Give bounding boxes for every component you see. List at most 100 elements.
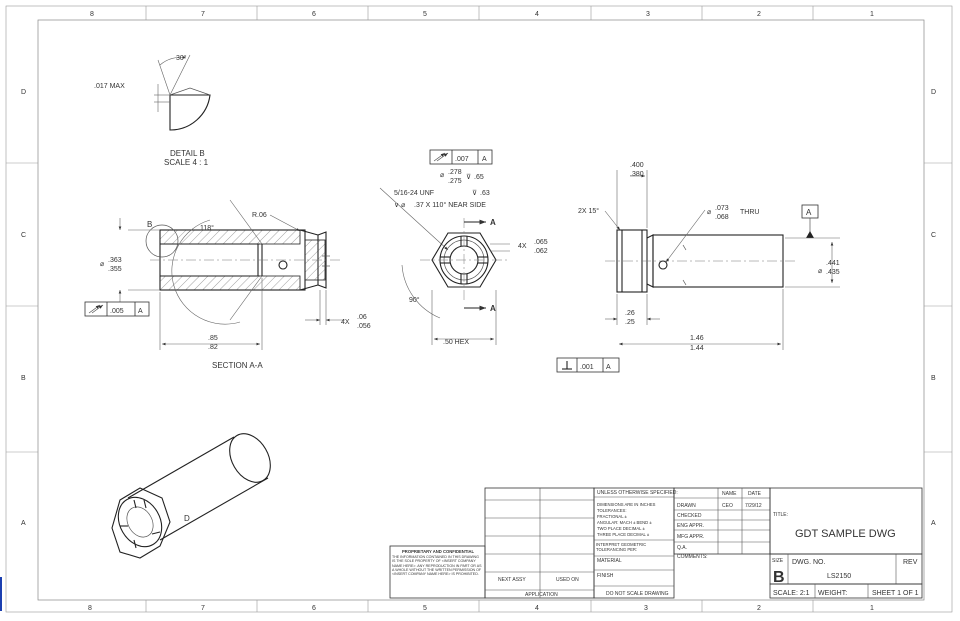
side-view: .400 .380 2X 15° ⌀ .073 .068 THRU A ⌀ .4… (556, 162, 840, 373)
weight-label: WEIGHT: (818, 590, 847, 597)
zone-row-labels: D C B A D C B A (21, 89, 936, 527)
iso-mark: D (184, 514, 190, 523)
drawing-title: GDT SAMPLE DWG (795, 528, 896, 540)
side-dia-symbol: ⌀ (818, 268, 822, 275)
detail-b-angle: 30° (176, 54, 187, 62)
zone-row-left-d: D (21, 89, 26, 96)
three-place-label: THREE PLACE DECIMAL ± (597, 532, 650, 537)
side-hole-dia-symbol: ⌀ (707, 209, 711, 216)
size-value: B (773, 569, 785, 586)
two-place-label: TWO PLACE DECIMAL ± (597, 526, 645, 531)
zone-row-left-b: B (21, 375, 26, 382)
zone-col-top-2: 2 (757, 11, 761, 18)
angular-label: ANGULAR: MACH ± BEND ± (597, 520, 652, 525)
mfg-appr-label: MFG APPR. (677, 534, 704, 540)
end-csk: .37 X 110° NEAR SIDE (414, 201, 486, 209)
interpret-label: INTERPRET GEOMETRIC TOLERANCING PER: (596, 542, 647, 552)
section-title: SECTION A-A (212, 361, 263, 370)
dwg-no-value: LS2150 (827, 573, 851, 580)
dims-note: DIMENSIONS ARE IN INCHES (597, 502, 656, 507)
end-thread: 5/16-24 UNF (394, 190, 434, 197)
end-dia-symbol: ⌀ (440, 172, 444, 179)
zone-row-right-a: A (931, 520, 936, 527)
material-label: MATERIAL (597, 558, 622, 564)
drawn-label: DRAWN (677, 503, 696, 509)
zone-col-bottom-3: 3 (644, 605, 648, 612)
end-csk-symbol: ∨ ⌀ (394, 202, 405, 209)
side-hole-lower: .068 (715, 214, 729, 221)
section-angle: 118° (200, 224, 214, 232)
detail-b-title: DETAIL B (170, 149, 205, 158)
section-slot-prefix: 4X (341, 319, 350, 326)
side-hole-note: THRU (740, 209, 759, 216)
drawn-date: 7/29/12 (745, 503, 762, 509)
side-total-upper: 1.46 (690, 335, 704, 342)
end-thread-depth-symbol: ⊽ (472, 189, 477, 197)
drawn-name: CEO (722, 503, 733, 509)
zone-col-bottom-6: 6 (312, 605, 316, 612)
qa-label: Q.A. (677, 545, 687, 551)
section-len-upper: .85 (208, 335, 218, 342)
section-slot-lower: .056 (357, 323, 371, 330)
next-assy-label: NEXT ASSY (498, 577, 526, 583)
size-label: SIZE (772, 558, 784, 564)
finish-label: FINISH (597, 573, 614, 579)
detail-b-scale: SCALE 4 : 1 (164, 158, 209, 167)
edge-marker (0, 577, 2, 611)
section-dia-upper: .363 (108, 257, 122, 264)
section-fcf-datum: A (138, 308, 143, 315)
end-thread-depth: .63 (480, 190, 490, 197)
side-hole-upper: .073 (715, 205, 729, 212)
side-fcf-value: .001 (580, 364, 594, 371)
comments-label: COMMENTS: (677, 554, 708, 560)
section-a-a-view: B 118° R.06 ⌀ .363 .355 .85 .82 4X .06 .… (84, 199, 371, 370)
side-len-lower: .380 (630, 171, 644, 178)
zone-col-bottom-2: 2 (757, 605, 761, 612)
section-fcf-value: .005 (110, 308, 124, 315)
fractional-label: FRACTIONAL ± (597, 514, 628, 519)
section-dia-symbol: ⌀ (100, 261, 104, 268)
detail-b-view: 30° .017 MAX DETAIL B SCALE 4 : 1 (94, 54, 211, 167)
end-hex: .50 HEX (443, 339, 469, 346)
dwg-no-label: DWG. NO. (792, 559, 825, 566)
checked-label: CHECKED (677, 513, 702, 519)
section-fcf: .005 A (84, 301, 150, 317)
zone-column-labels: 8 7 6 5 4 3 2 1 8 7 6 5 4 3 2 1 (88, 11, 874, 612)
zone-col-top-3: 3 (646, 11, 650, 18)
name-header: NAME (722, 491, 737, 497)
end-section-label-top: A (490, 218, 496, 227)
end-view: .007 A ⌀ .278 .275 ⊽ .65 5/16-24 UNF ⊽ .… (379, 149, 548, 346)
title-label: TITLE: (773, 512, 788, 518)
side-fcf-datum: A (606, 364, 611, 371)
end-dia-depth: .65 (474, 174, 484, 181)
side-datum-label: A (806, 208, 812, 217)
section-radius: R.06 (252, 212, 267, 219)
side-fcf: .001 A (556, 357, 620, 373)
zone-row-right-c: C (931, 232, 936, 239)
end-dia-lower: .275 (448, 178, 462, 185)
zone-col-top-5: 5 (423, 11, 427, 18)
section-len-lower: .82 (208, 344, 218, 351)
side-total-lower: 1.44 (690, 345, 704, 352)
zone-col-top-1: 1 (870, 11, 874, 18)
do-not-scale-label: DO NOT SCALE DRAWING (606, 591, 669, 597)
end-dia-upper: .278 (448, 169, 462, 176)
side-flange-lower: .25 (625, 319, 635, 326)
end-fcf-datum: A (482, 156, 487, 163)
zone-row-right-d: D (931, 89, 936, 96)
zone-col-top-8: 8 (90, 11, 94, 18)
side-flange-upper: .26 (625, 310, 635, 317)
end-slot-upper: .065 (534, 239, 548, 246)
zone-row-left-a: A (21, 520, 26, 527)
tolerances-label: TOLERANCES: (597, 508, 626, 513)
application-label: APPLICATION (525, 592, 558, 598)
zone-col-bottom-5: 5 (423, 605, 427, 612)
zone-col-bottom-8: 8 (88, 605, 92, 612)
sheet-label: SHEET 1 OF 1 (872, 590, 919, 597)
zone-col-bottom-4: 4 (535, 605, 539, 612)
unless-note: UNLESS OTHERWISE SPECIFIED: (597, 490, 678, 496)
scale-label: SCALE: 2:1 (773, 590, 810, 597)
side-dia-lower: .435 (826, 269, 840, 276)
zone-col-top-7: 7 (201, 11, 205, 18)
